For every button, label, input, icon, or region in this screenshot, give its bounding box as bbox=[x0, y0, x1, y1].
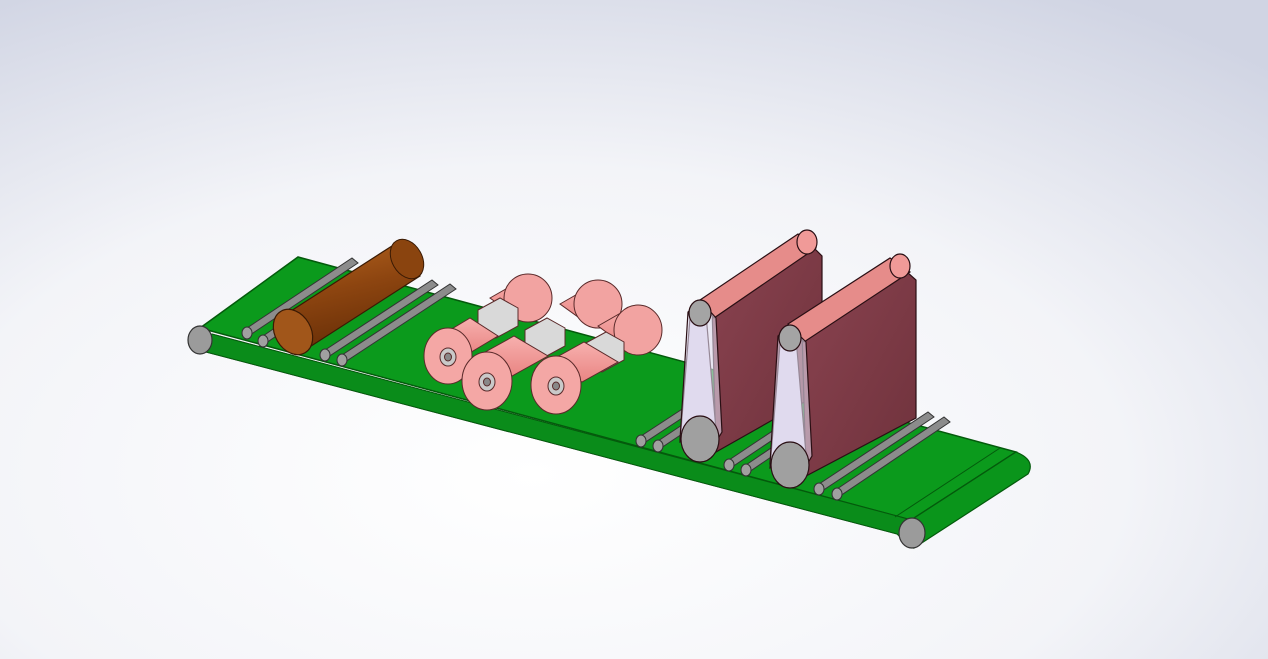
belt-far-wrap bbox=[910, 451, 1031, 550]
pink-cylinder-group bbox=[423, 273, 663, 415]
folded-panel-1 bbox=[679, 229, 823, 463]
pink-cylinder-front-3 bbox=[530, 341, 620, 415]
pink-cylinder-front-2 bbox=[461, 335, 550, 411]
pink-cylinder-back-2 bbox=[559, 279, 623, 329]
wooden-log bbox=[272, 238, 425, 356]
near-end-roller bbox=[187, 325, 213, 355]
far-end-roller bbox=[898, 517, 926, 549]
pink-cylinder-front-1 bbox=[423, 317, 499, 385]
panel-2-bottom-roller bbox=[770, 441, 810, 489]
folded-panel-2 bbox=[769, 253, 917, 489]
wooden-log-end-face bbox=[272, 308, 314, 356]
panel-1-bottom-roller bbox=[680, 415, 720, 463]
